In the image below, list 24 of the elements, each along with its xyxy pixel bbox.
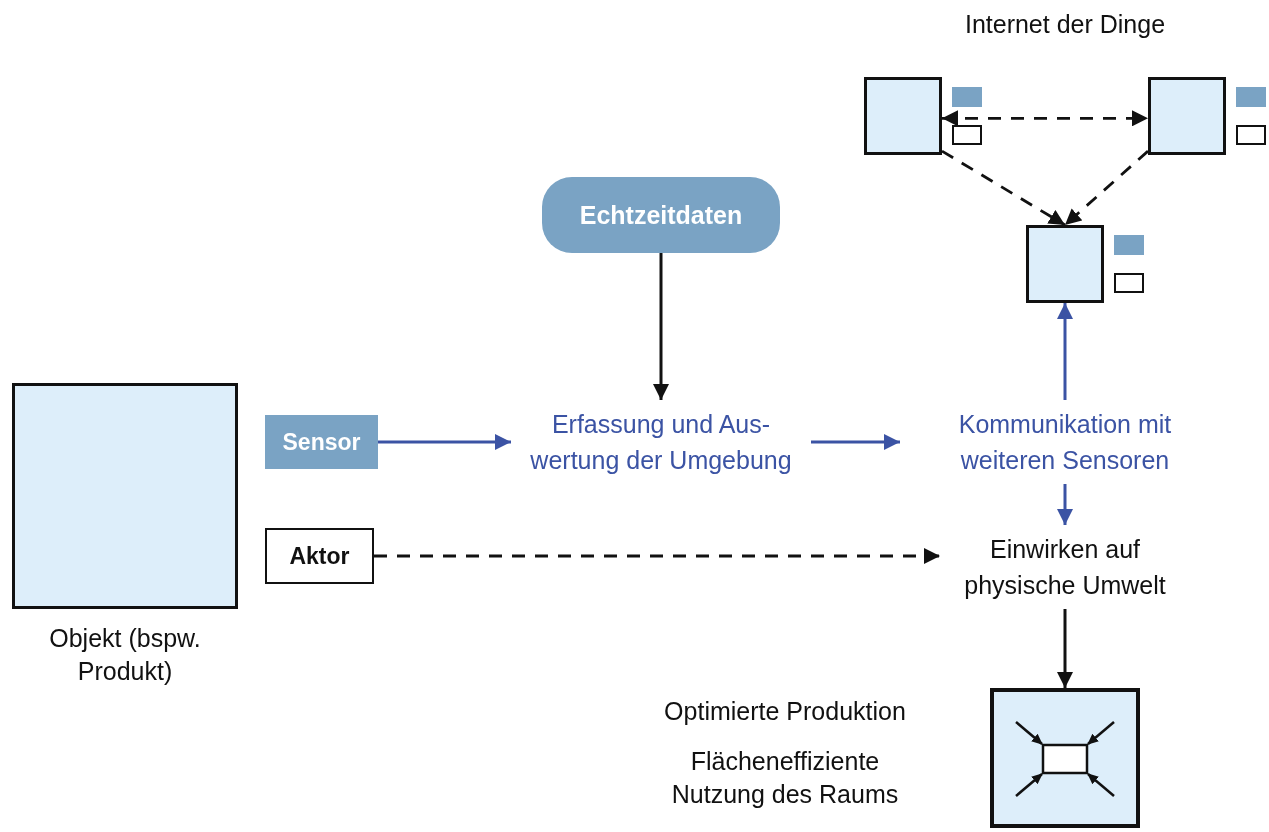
dashed-arrow [942, 110, 1148, 127]
sensor-tag: Sensor [265, 415, 378, 469]
arrow [1057, 303, 1073, 400]
arrow [1057, 484, 1073, 525]
data-pill: Echtzeitdaten [542, 177, 780, 253]
arrow [1057, 609, 1073, 688]
object-square [12, 383, 238, 609]
dashed-arrow [1064, 150, 1149, 227]
caption-text: Optimierte Produktion [663, 696, 907, 727]
title-text: Internet der Dinge [963, 9, 1167, 40]
device-square [1026, 225, 1104, 303]
process-text: Kommunikation mit weiteren Sensoren [900, 400, 1230, 484]
process-text: Erfassung und Aus- wertung der Umgebung [511, 400, 811, 484]
arrow [378, 434, 511, 450]
device-square [1148, 77, 1226, 155]
caption-text: Objekt (bspw. Produkt) [48, 623, 202, 687]
dashed-arrow [374, 548, 940, 564]
arrow [811, 434, 900, 450]
caption-text: Flächeneffiziente Nutzung des Raums [670, 746, 900, 810]
arrow [653, 253, 669, 400]
dashed-arrow [941, 149, 1066, 227]
process-text: Einwirken auf physische Umwelt [940, 525, 1190, 609]
actor-tag: Aktor [265, 528, 374, 584]
device-square [864, 77, 942, 155]
